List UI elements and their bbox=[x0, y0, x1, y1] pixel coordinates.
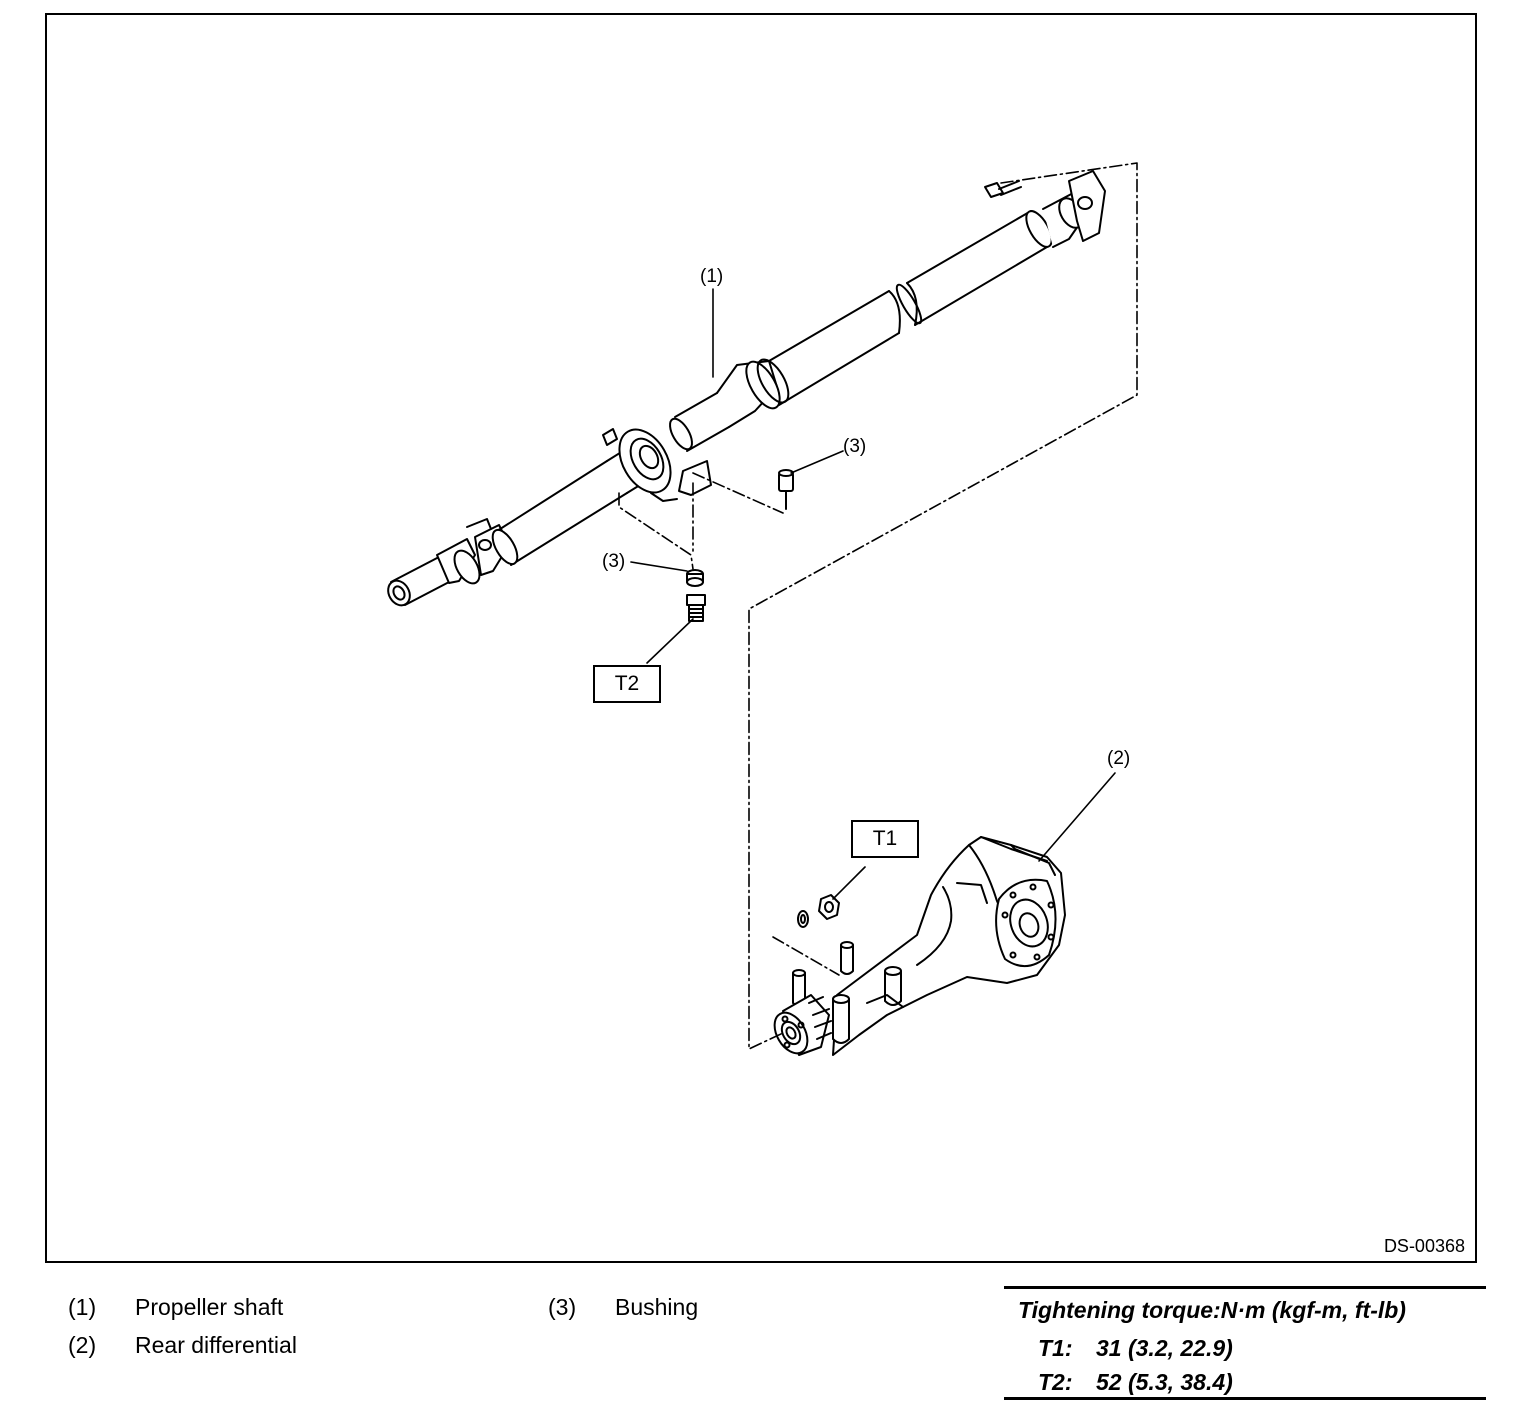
torque-code: T2: bbox=[1038, 1369, 1073, 1395]
torque-table: Tightening torque:N·m (kgf-m, ft-lb) T1:… bbox=[1004, 1286, 1486, 1400]
callout-1: (1) bbox=[700, 266, 724, 287]
diagram-frame: (1) (3) (3) (2) T2 T1 DS-00368 bbox=[45, 13, 1477, 1263]
callout-2: (2) bbox=[1107, 748, 1131, 769]
propeller-shaft-drawing bbox=[387, 170, 1106, 607]
torque-row: T2: 52 (5.3, 38.4) bbox=[1038, 1369, 1233, 1396]
torque-label-t2: T2 bbox=[593, 665, 661, 703]
bushing-parts bbox=[686, 469, 794, 622]
torque-value: 31 (3.2, 22.9) bbox=[1096, 1335, 1233, 1361]
torque-table-title: Tightening torque:N·m (kgf-m, ft-lb) bbox=[1018, 1297, 1406, 1323]
torque-label-t1: T1 bbox=[851, 820, 919, 858]
legend-number: (1) bbox=[68, 1294, 97, 1320]
torque-code: T1: bbox=[1038, 1335, 1073, 1361]
exploded-view-drawing bbox=[387, 162, 1138, 1056]
callout-3-upper: (3) bbox=[843, 436, 867, 457]
figure-id: DS-00368 bbox=[1383, 1236, 1465, 1256]
legend-number: (2) bbox=[68, 1332, 97, 1358]
legend-label: Rear differential bbox=[135, 1332, 297, 1358]
legend-label: Bushing bbox=[615, 1294, 699, 1320]
callout-3-lower: (3) bbox=[602, 551, 626, 572]
legend-number: (3) bbox=[548, 1294, 577, 1320]
rear-differential-drawing bbox=[773, 836, 1066, 1056]
legend-label: Propeller shaft bbox=[135, 1294, 284, 1320]
torque-value: 52 (5.3, 38.4) bbox=[1096, 1369, 1233, 1395]
alignment-lines bbox=[618, 162, 1138, 1050]
torque-row: T1: 31 (3.2, 22.9) bbox=[1038, 1335, 1233, 1362]
leader-lines bbox=[630, 288, 1116, 900]
